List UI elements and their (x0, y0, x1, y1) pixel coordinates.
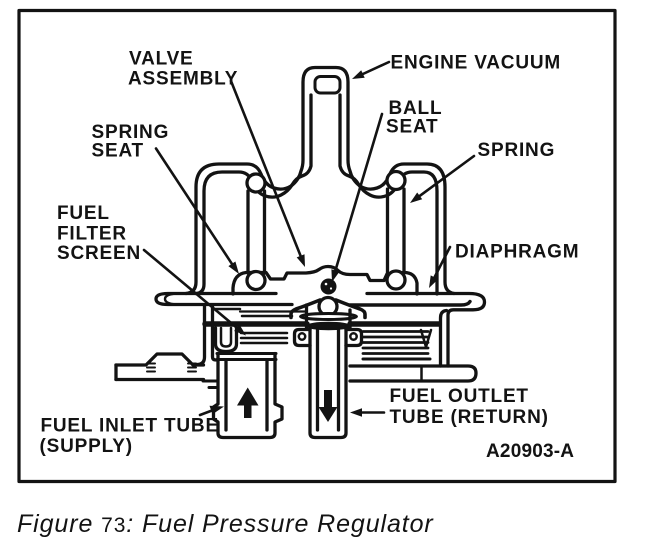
svg-text:A20903-A: A20903-A (486, 441, 574, 462)
svg-text:ASSEMBLY: ASSEMBLY (128, 69, 238, 90)
svg-text:SPRING: SPRING (92, 122, 170, 143)
svg-text:SCREEN: SCREEN (57, 243, 141, 264)
svg-text:(SUPPLY): (SUPPLY) (40, 436, 133, 457)
svg-text:SEAT: SEAT (386, 117, 438, 138)
svg-text:SEAT: SEAT (92, 141, 144, 162)
svg-text:BALL: BALL (389, 98, 443, 119)
svg-text:ENGINE VACUUM: ENGINE VACUUM (391, 53, 562, 74)
svg-text:DIAPHRAGM: DIAPHRAGM (455, 242, 579, 263)
svg-text:VALVE: VALVE (129, 49, 194, 70)
svg-text:SPRING: SPRING (478, 140, 556, 161)
svg-text:Figure 73: Fuel Pressure Regul: Figure 73: Fuel Pressure Regulator (17, 510, 434, 538)
svg-text:FUEL OUTLET: FUEL OUTLET (390, 386, 529, 407)
svg-text:TUBE (RETURN): TUBE (RETURN) (390, 407, 549, 428)
svg-text:FUEL: FUEL (57, 203, 110, 224)
svg-text:FILTER: FILTER (57, 224, 127, 245)
svg-text:FUEL INLET TUBE: FUEL INLET TUBE (41, 416, 219, 437)
